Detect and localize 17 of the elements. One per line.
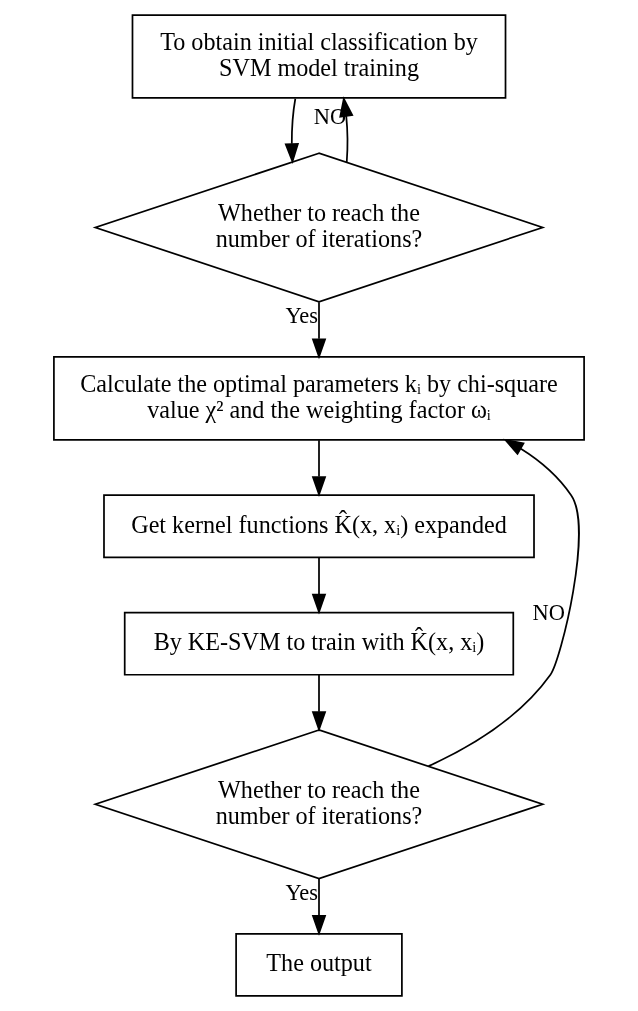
arrow <box>311 301 327 360</box>
node-box: Get kernel functions K̂(x, xᵢ) expanded <box>103 494 535 559</box>
node-box: Calculate the optimal parameters kᵢ by chi-square value χ² and the weighting factor ωᵢ <box>53 356 585 441</box>
node-diamond: Whether to reach the number of iterations? <box>92 152 546 303</box>
edge-label: Yes <box>285 303 319 329</box>
arrow <box>311 557 327 615</box>
arrow <box>427 438 580 767</box>
node-box: By KE-SVM to train with K̂(x, xᵢ) <box>123 611 515 676</box>
arrow <box>311 439 327 498</box>
arrow <box>311 674 327 732</box>
edge-label: Yes <box>285 879 319 905</box>
arrow <box>311 877 327 936</box>
edge-label: NO <box>532 600 565 626</box>
arrow <box>284 97 300 164</box>
node-box: The output <box>235 932 403 997</box>
node-box: To obtain initial classification by SVM model training <box>131 14 507 99</box>
node-diamond: Whether to reach the number of iterations? <box>92 729 546 880</box>
